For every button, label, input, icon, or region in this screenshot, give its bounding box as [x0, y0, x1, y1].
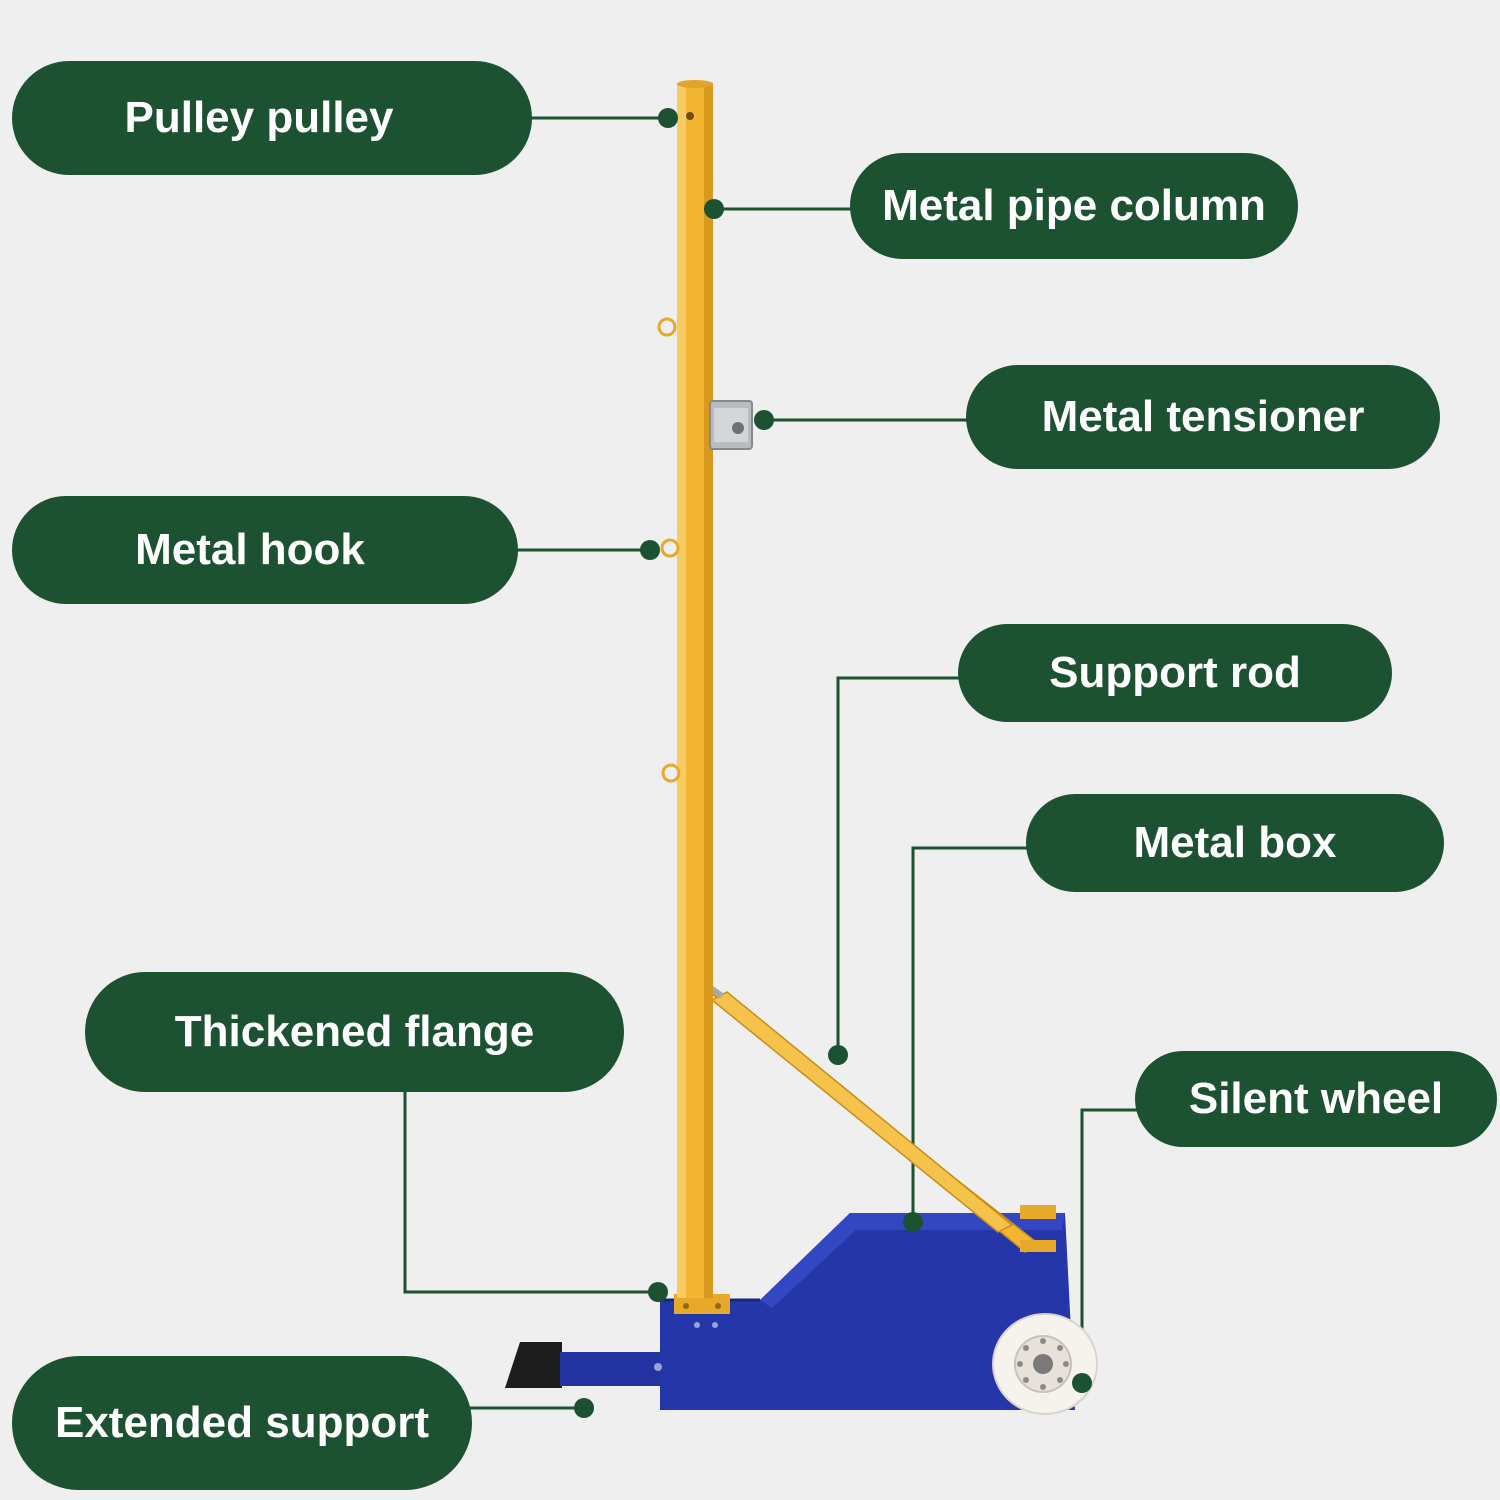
- metal-pipe-column: [677, 80, 713, 1298]
- label-extended-support: Extended support: [12, 1356, 472, 1490]
- leader-dot-tensioner: [754, 410, 774, 430]
- silent-wheel: [992, 1313, 1098, 1415]
- leader-line-wheel: [1080, 1108, 1137, 1383]
- metal-tensioner: [709, 400, 753, 450]
- leader-lines: [403, 116, 1137, 1410]
- label-box: Metal box: [1026, 794, 1444, 892]
- thickened-flange: [674, 1294, 730, 1314]
- leader-dot-support-rod: [828, 1045, 848, 1065]
- metal-hooks: [657, 317, 681, 783]
- leader-dot-hook: [640, 540, 660, 560]
- label-hook: Metal hook: [12, 496, 518, 604]
- label-tensioner: Metal tensioner: [966, 365, 1440, 469]
- leader-dot-pulley: [658, 108, 678, 128]
- support-rods: [694, 975, 1056, 1253]
- leader-line-box: [911, 846, 1028, 1222]
- leader-dot-pipe-column: [704, 199, 724, 219]
- pulley-bolt: [686, 112, 694, 120]
- leader-dot-box: [903, 1212, 923, 1232]
- label-wheel: Silent wheel: [1135, 1051, 1497, 1147]
- extended-support-foot: [505, 1342, 664, 1388]
- leader-dot-flange: [648, 1282, 668, 1302]
- leader-dot-wheel: [1072, 1373, 1092, 1393]
- leader-dot-extended-support: [574, 1398, 594, 1418]
- label-support-rod: Support rod: [958, 624, 1392, 722]
- leader-line-flange: [403, 1092, 658, 1294]
- label-pulley: Pulley pulley: [12, 61, 532, 175]
- label-pipe-column: Metal pipe column: [850, 153, 1298, 259]
- label-flange: Thickened flange: [85, 972, 624, 1092]
- leader-dots: [574, 108, 1092, 1418]
- leader-line-support-rod: [836, 676, 960, 1055]
